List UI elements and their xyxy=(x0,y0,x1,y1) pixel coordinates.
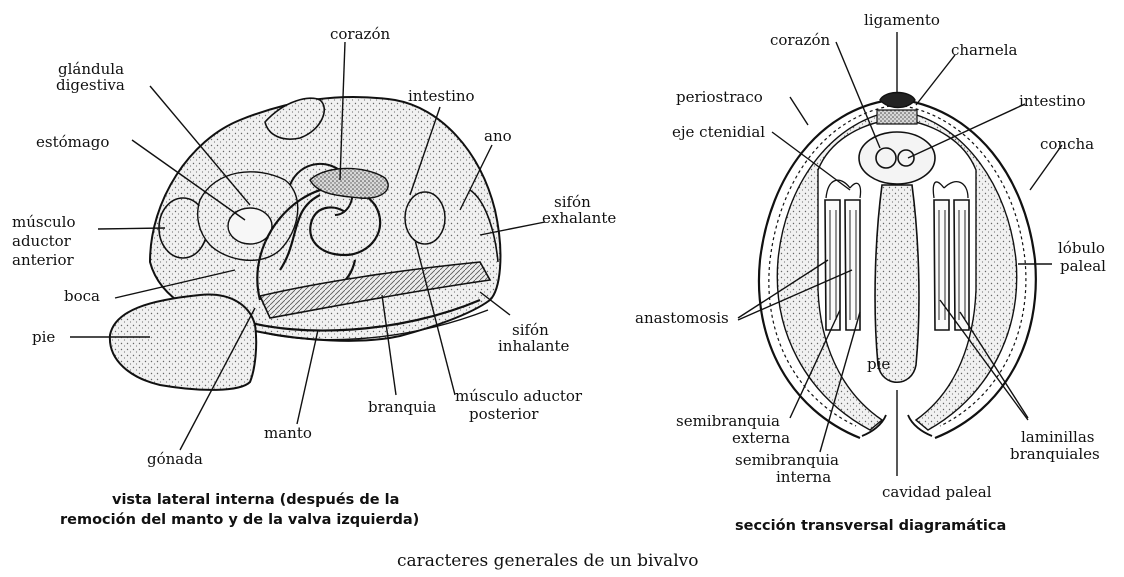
label-charnela: charnela xyxy=(951,42,1017,59)
label-ano: ano xyxy=(484,128,512,145)
label-corazon-right: corazón xyxy=(770,32,830,49)
label-branquiales: branquiales xyxy=(1010,446,1100,463)
label-intestino-left: intestino xyxy=(408,88,475,105)
label-estomago: estómago xyxy=(36,134,109,151)
label-eje-ctenidial: eje ctenidial xyxy=(672,124,765,141)
label-periostraco: periostraco xyxy=(676,89,763,106)
cross-section-drawing xyxy=(738,32,1062,476)
label-semibranquia-externa-2: externa xyxy=(732,430,790,447)
foot xyxy=(110,295,256,390)
label-boca: boca xyxy=(64,288,100,305)
label-musculo-aductor-posterior-2: posterior xyxy=(469,406,538,423)
ligament xyxy=(880,93,915,108)
label-sifon-inhalante-2: inhalante xyxy=(498,338,569,355)
label-paleal: paleal xyxy=(1060,258,1106,275)
label-manto: manto xyxy=(264,425,312,442)
label-concha: concha xyxy=(1040,136,1094,153)
label-semibranquia-externa-1: semibranquia xyxy=(676,413,780,430)
label-gonada: gónada xyxy=(147,451,203,468)
label-corazon-left: corazón xyxy=(330,26,390,43)
label-semibranquia-interna-2: interna xyxy=(776,469,831,486)
hinge xyxy=(877,110,917,124)
foot-section xyxy=(875,185,919,382)
right-caption: sección transversal diagramática xyxy=(735,516,1006,536)
label-pie-left: pie xyxy=(32,329,55,346)
pericardium xyxy=(859,132,935,184)
label-pie-right: pie xyxy=(867,356,890,373)
label-musculo: músculo xyxy=(12,214,75,231)
label-musculo-aductor-posterior-1: músculo aductor xyxy=(455,388,582,405)
label-branquia: branquia xyxy=(368,399,436,416)
label-digestiva: digestiva xyxy=(56,77,125,94)
label-semibranquia-interna-1: semibranquia xyxy=(735,452,839,469)
label-lobulo: lóbulo xyxy=(1058,240,1105,257)
posterior-adductor-muscle xyxy=(405,192,445,244)
label-anastomosis: anastomosis xyxy=(635,310,729,327)
label-laminillas: laminillas xyxy=(1021,429,1094,446)
label-intestino-right: intestino xyxy=(1019,93,1086,110)
label-anterior: anterior xyxy=(12,252,74,269)
figure-title: caracteres generales de un bivalvo xyxy=(397,551,698,571)
label-sifon-exhalante-2: exhalante xyxy=(542,210,616,227)
label-ligamento: ligamento xyxy=(864,12,940,29)
label-cavidad-paleal: cavidad paleal xyxy=(882,484,992,501)
left-caption-line-2: remoción del manto y de la valva izquier… xyxy=(60,510,419,530)
label-aductor: aductor xyxy=(12,233,71,250)
left-caption-line-1: vista lateral interna (después de la xyxy=(112,490,399,510)
